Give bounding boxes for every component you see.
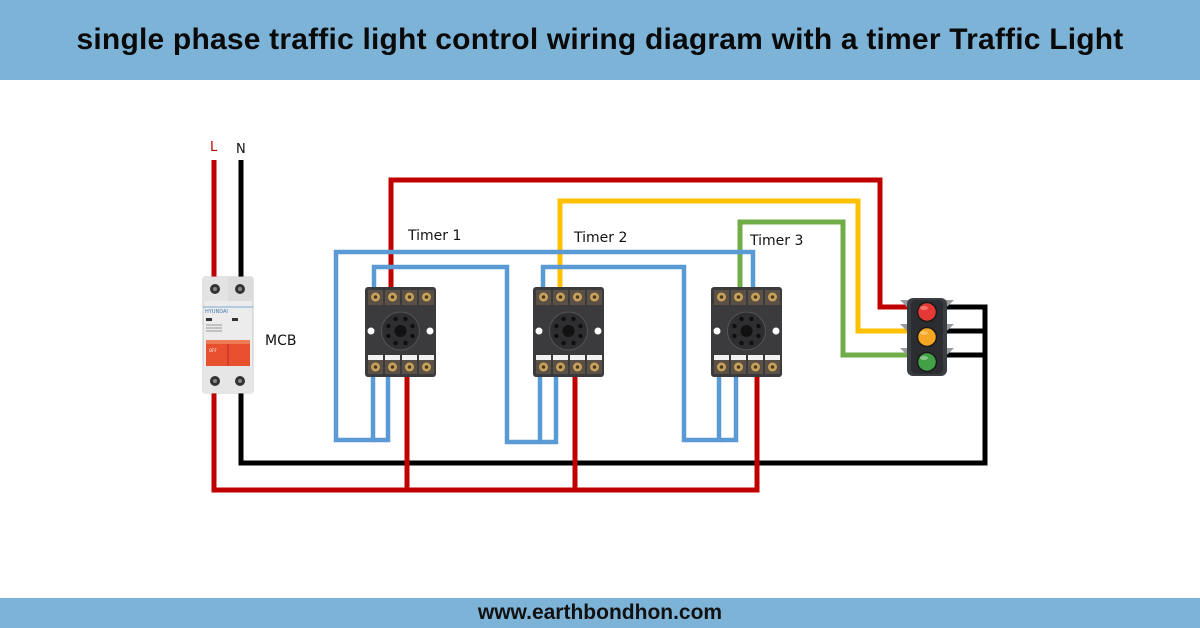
green-lamp-icon <box>916 351 938 373</box>
mcb-label: MCB <box>265 333 296 349</box>
blue-timer2-bridge <box>540 370 559 445</box>
mcb-brand: HYUNDAI <box>205 309 228 315</box>
footer-banner: www.earthbondhon.com <box>0 598 1200 628</box>
control-wires <box>333 249 756 445</box>
blue-timer1-loop <box>373 370 391 443</box>
timer2-base <box>533 287 604 377</box>
neutral-bus-wire <box>238 304 988 466</box>
red-lamp-icon <box>916 301 938 323</box>
live-bus-wire <box>211 370 760 493</box>
timer3-label: Timer 3 <box>749 233 803 249</box>
mcb-breaker: HYUNDAI OFF <box>202 276 254 394</box>
live-wires <box>211 160 908 493</box>
timer2-label: Timer 2 <box>573 230 627 246</box>
live-label: L <box>210 140 218 155</box>
green-lamp-wire <box>737 219 908 358</box>
blue-outer-loop <box>333 249 756 443</box>
amber-lamp-wire <box>557 198 908 334</box>
blue-timer2-to-timer3 <box>540 264 722 443</box>
timer1-label: Timer 1 <box>407 228 461 244</box>
red-lamp-wire <box>388 177 908 310</box>
timer-bases <box>365 287 782 377</box>
website-link[interactable]: www.earthbondhon.com <box>477 601 723 624</box>
traffic-light <box>900 298 954 376</box>
blue-timer1-to-timer2 <box>371 264 543 445</box>
amber-lamp-icon <box>916 326 938 348</box>
timer3-base <box>711 287 782 377</box>
blue-timer3-bridge <box>719 370 739 443</box>
timer1-base <box>365 287 436 377</box>
mcb-off-text: OFF <box>209 348 217 353</box>
neutral-wires <box>238 160 988 466</box>
title-banner: single phase traffic light control wirin… <box>0 0 1200 80</box>
page-title: single phase traffic light control wirin… <box>76 23 1124 56</box>
neutral-label: N <box>236 142 246 157</box>
